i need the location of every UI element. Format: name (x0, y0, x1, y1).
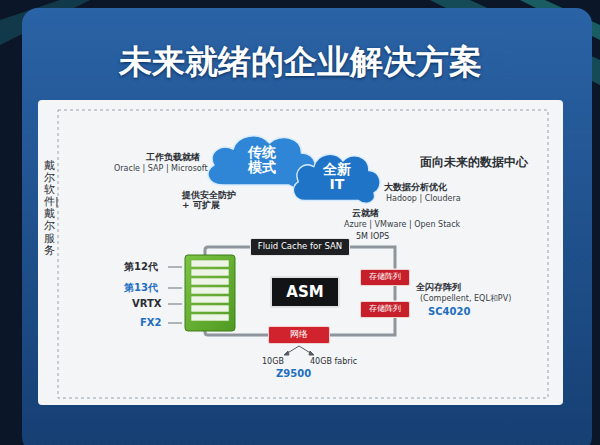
storage-label: (Compellent, EQL和PV) (420, 294, 511, 303)
frame-connector (330, 318, 395, 336)
server-label: 第12代 (124, 261, 158, 273)
rack-slot (191, 305, 229, 312)
rack-slot (191, 278, 229, 285)
leader-lines (168, 267, 182, 323)
dashed-region (58, 110, 548, 398)
bandwidth-label: 10GB (262, 357, 284, 366)
vendor-list: Azure | VMware | Open Stack (344, 220, 460, 229)
network-box: 网络 (268, 326, 330, 344)
feature-label: 工作负载就绪 (146, 152, 200, 162)
node-text: 存储阵列 (369, 305, 401, 314)
leader-line (168, 267, 182, 268)
rack-slot (191, 296, 229, 303)
node-text: 全新IT (322, 162, 352, 193)
node-text: 网络 (290, 330, 308, 340)
connector-line (394, 286, 397, 301)
vendor-list: Oracle | SAP | Microsoft (114, 164, 208, 173)
leader-line (168, 323, 182, 324)
rack-slots (191, 260, 229, 321)
server-label: VRTX (132, 298, 162, 310)
frame-connector (350, 247, 395, 269)
storage-label: 全闪存阵列 (416, 282, 461, 292)
connector-line (330, 318, 395, 336)
server-label: 第13代 (124, 282, 158, 294)
leader-line (168, 288, 182, 289)
storage-box: 存储阵列 (360, 269, 410, 286)
server-label: FX2 (140, 317, 162, 329)
arrow-head (309, 351, 314, 355)
feature-label: 提供安全防护 + 可扩展 (182, 190, 246, 211)
bandwidth-label: 40GB fabric (310, 357, 357, 366)
rack-slot (191, 260, 229, 267)
metric-label: 5M IOPS (356, 232, 389, 241)
connector-line (350, 247, 395, 269)
vendor-list: Hadoop | Cloudera (386, 194, 461, 203)
node-text: ASM (286, 284, 323, 301)
cache-box: Fluid Cache for SAN (250, 238, 350, 256)
rack-slot (191, 314, 229, 321)
leader-line (168, 304, 182, 305)
frame-connector (395, 286, 396, 301)
side-label: 戴尔软件|戴尔服务 (44, 160, 55, 257)
asm-box: ASM (270, 276, 340, 308)
rack-slot (191, 269, 229, 276)
bandwidth-arrows (284, 346, 314, 355)
product-label: SC4020 (428, 306, 470, 318)
node-text: 传统模式 (247, 145, 277, 176)
node-text: Fluid Cache for SAN (258, 242, 342, 251)
server-rack (185, 255, 235, 331)
feature-label: 大数据分析优化 (384, 182, 447, 192)
region-label: 面向未来的数据中心 (420, 156, 528, 170)
storage-box: 存储阵列 (360, 301, 410, 318)
feature-label: 云就绪 (352, 208, 379, 218)
product-label: Z9500 (276, 368, 311, 380)
slide-title: 未来就绪的企业解决方案 (0, 40, 600, 85)
content-panel (38, 100, 563, 405)
arrow-head (284, 351, 289, 355)
node-text: 存储阵列 (369, 273, 401, 282)
cloud-node: 全新IT (288, 146, 386, 208)
rack-slot (191, 287, 229, 294)
cloud-outline (294, 154, 381, 203)
